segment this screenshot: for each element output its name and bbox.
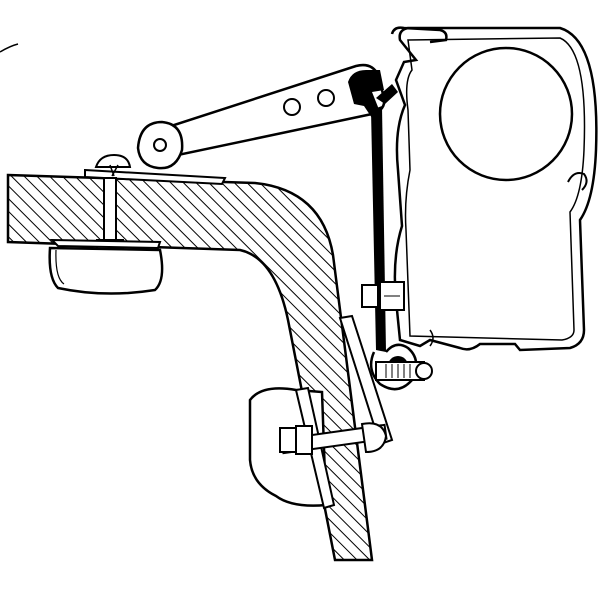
awning-cassette (390, 26, 598, 352)
lower-hook-clamp (338, 314, 433, 446)
inner-roof-channel (48, 238, 164, 295)
vehicle-wall-section (6, 173, 374, 562)
roof-edge-line (0, 43, 19, 53)
roller-tube (438, 46, 574, 182)
support-arm (136, 63, 386, 170)
lower-wall-bracket (248, 386, 388, 510)
strip-bolt (361, 281, 405, 311)
